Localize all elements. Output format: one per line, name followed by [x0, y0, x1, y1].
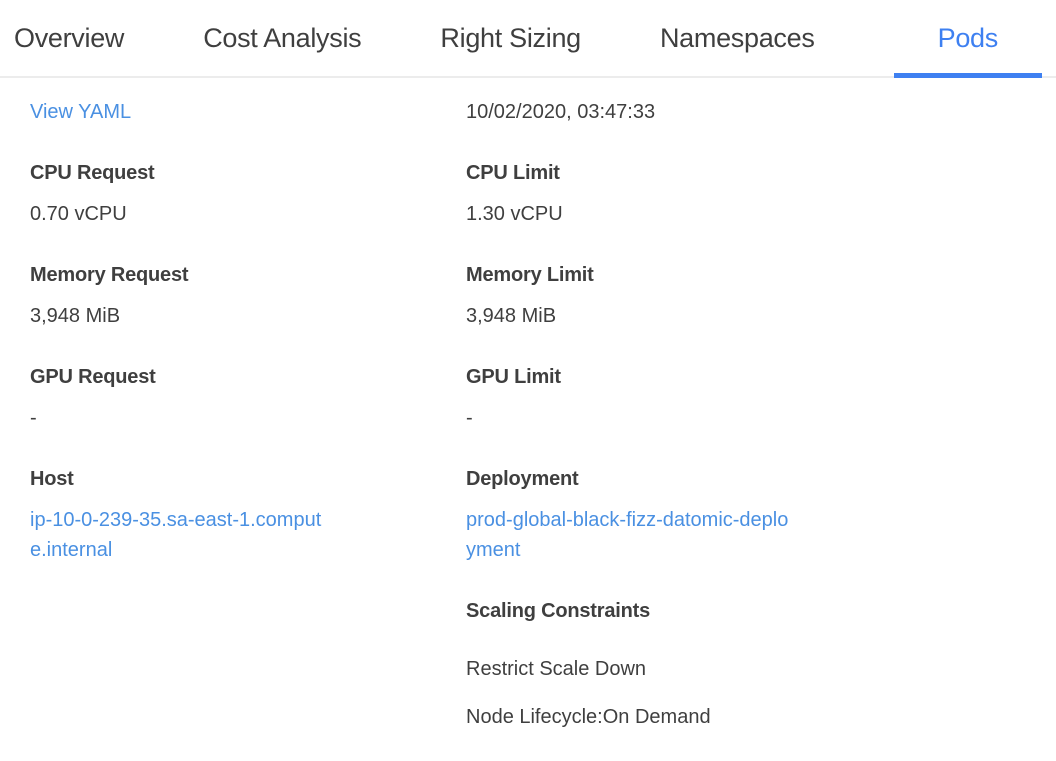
tab-bar: Overview Cost Analysis Right Sizing Name…: [0, 0, 1056, 78]
scaling-constraint-node-lifecycle: Node Lifecycle:On Demand: [466, 706, 711, 728]
field-label: Memory Limit: [466, 264, 594, 286]
field-label: CPU Limit: [466, 162, 560, 184]
tab-overview[interactable]: Overview: [14, 23, 125, 53]
last-updated-timestamp: 10/02/2020, 03:47:33: [466, 101, 656, 123]
field-gpu-limit: GPU Limit -: [466, 363, 1026, 433]
field-label: Memory Request: [30, 264, 189, 286]
field-label: Host: [30, 468, 74, 490]
host-link[interactable]: ip-10-0-239-35.sa-east-1.compute.interna…: [30, 509, 322, 561]
tab-cost-analysis[interactable]: Cost Analysis: [203, 23, 362, 53]
field-cpu-request: CPU Request 0.70 vCPU: [30, 159, 466, 229]
field-deployment: Deployment prod-global-black-fizz-datomi…: [466, 465, 1026, 565]
pod-details-panel: View YAML 10/02/2020, 03:47:33 CPU Reque…: [0, 78, 1056, 761]
deployment-link[interactable]: prod-global-black-fizz-datomic-deploymen…: [466, 509, 789, 561]
field-value: -: [30, 407, 37, 429]
field-value: 1.30 vCPU: [466, 203, 563, 225]
field-label: GPU Request: [30, 366, 156, 388]
field-label: GPU Limit: [466, 366, 561, 388]
field-gpu-request: GPU Request -: [30, 363, 466, 433]
field-cpu-limit: CPU Limit 1.30 vCPU: [466, 159, 1026, 229]
field-label: Deployment: [466, 468, 579, 490]
field-memory-request: Memory Request 3,948 MiB: [30, 261, 466, 331]
scaling-constraints-section: Scaling Constraints Restrict Scale Down …: [466, 597, 1026, 731]
field-label: CPU Request: [30, 162, 155, 184]
field-value: -: [466, 407, 473, 429]
field-value: 0.70 vCPU: [30, 203, 127, 225]
tab-right-sizing[interactable]: Right Sizing: [440, 23, 581, 53]
tab-namespaces[interactable]: Namespaces: [659, 23, 815, 53]
scaling-constraint-restrict-scale-down: Restrict Scale Down: [466, 658, 647, 680]
field-value: 3,948 MiB: [30, 305, 121, 327]
field-value: 3,948 MiB: [466, 305, 557, 327]
scaling-constraints-label: Scaling Constraints: [466, 600, 651, 622]
field-host: Host ip-10-0-239-35.sa-east-1.compute.in…: [30, 465, 466, 565]
view-yaml-link[interactable]: View YAML: [30, 101, 132, 123]
field-memory-limit: Memory Limit 3,948 MiB: [466, 261, 1026, 331]
tab-pods[interactable]: Pods: [893, 0, 1042, 78]
